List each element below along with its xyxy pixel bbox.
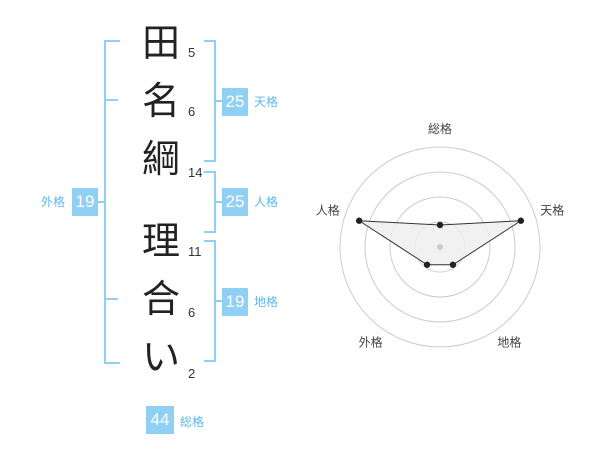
soukaku-label: 総格 [180,415,205,429]
stroke-count-5: 6 [188,305,196,320]
radar-point-2 [517,217,525,224]
stroke-count-6: 2 [188,366,196,381]
radar-point-1 [436,221,444,229]
name-char-1: 田 [141,21,180,65]
stroke-count-4: 11 [188,244,202,259]
tenkaku-bracket [204,40,216,162]
stroke-count-3: 14 [188,165,203,180]
radar-center-dot [437,244,443,250]
jinkaku-badge: 25 [222,188,248,216]
gaikaku-bracket [104,40,120,364]
name-char-6: い [141,335,180,379]
radar-axis-label-4: 外格 [359,334,383,349]
gaikaku-connector [98,201,104,203]
radar-point-3 [449,261,457,268]
radar-axis-label-3: 地格 [497,334,521,349]
radar-area [357,220,523,266]
surname-divider-tick [106,99,118,101]
jinkaku-connector [216,201,222,203]
given-divider-tick [106,298,118,300]
soukaku-badge: 44 [146,406,174,434]
stroke-count-1: 5 [188,45,196,60]
tenkaku-connector [216,100,222,102]
radar-axis-label-1: 総格 [428,121,452,136]
name-char-3: 綱 [141,137,180,181]
stroke-count-2: 6 [188,104,196,119]
radar-axis-label-2: 天格 [540,203,564,218]
radar-point-4 [423,261,431,268]
radar-point-5 [355,217,363,224]
tenkaku-label: 天格 [254,95,279,109]
jinkaku-label: 人格 [254,195,279,209]
radar-axis-label-5: 人格 [316,203,340,218]
chikaku-badge: 19 [222,288,248,316]
radar-ring-2 [389,196,491,298]
radar-ring-4 [339,146,541,348]
chikaku-label: 地格 [254,295,279,309]
gaikaku-label: 外格 [41,195,66,209]
radar-ring-3 [364,171,516,323]
name-char-4: 理 [141,219,180,263]
chikaku-bracket [204,240,216,362]
chikaku-connector [216,300,222,302]
tenkaku-badge: 25 [222,88,248,116]
name-char-5: 合 [141,277,180,321]
gaikaku-badge: 19 [72,188,98,216]
name-char-2: 名 [141,79,180,123]
jinkaku-bracket [204,171,216,233]
